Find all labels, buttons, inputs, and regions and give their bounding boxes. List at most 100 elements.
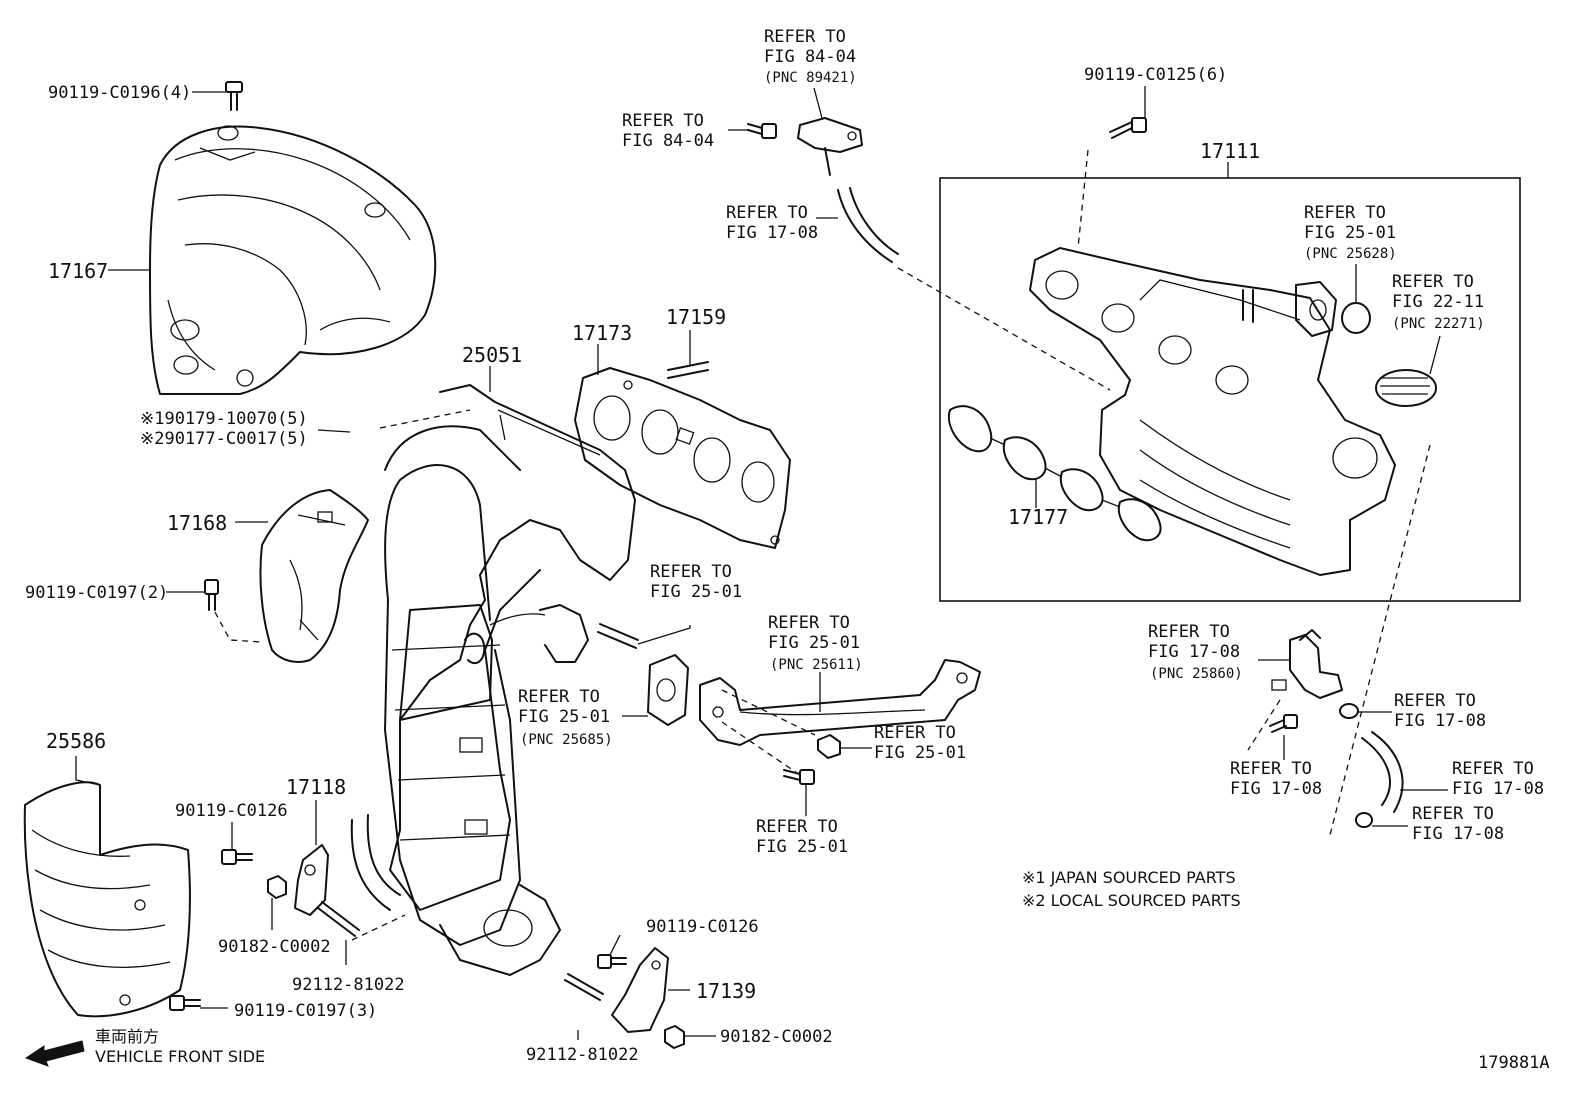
ref-fig-84-04-pnc-89421: REFER TO FIG 84-04 (PNC 89421) (764, 27, 857, 86)
svg-text:FIG 17-08: FIG 17-08 (1412, 824, 1504, 844)
bolt-90119-c0126-right (597, 954, 627, 969)
bracket-17118 (294, 844, 329, 916)
label-17139: 17139 (696, 979, 756, 1003)
svg-text:FIG 17-08: FIG 17-08 (1230, 779, 1322, 799)
nut-90182-c0002-right (664, 1025, 685, 1049)
label-90179-10070: ※190179-10070(5) (140, 409, 308, 429)
hose-fig-17-08 (1361, 731, 1404, 813)
label-90182-c0002-left: 90182-C0002 (218, 937, 331, 957)
svg-text:(PNC 22271): (PNC 22271) (1392, 316, 1485, 332)
svg-text:REFER TO: REFER TO (756, 817, 838, 837)
ref-fig-17-08-clamp-upper: REFER TO FIG 17-08 (1394, 691, 1486, 731)
label-17173: 17173 (572, 321, 632, 345)
ref-fig-17-08-hose: REFER TO FIG 17-08 (726, 203, 818, 243)
svg-text:FIG 25-01: FIG 25-01 (768, 633, 860, 653)
svg-text:FIG 84-04: FIG 84-04 (622, 131, 714, 151)
gasket-17173 (574, 367, 791, 549)
svg-text:REFER TO: REFER TO (1148, 622, 1230, 642)
svg-text:REFER TO: REFER TO (726, 203, 808, 223)
label-17111: 17111 (1200, 139, 1260, 163)
note-local-sourced: ※2 LOCAL SOURCED PARTS (1022, 891, 1241, 910)
label-92112-81022-right: 92112-81022 (526, 1045, 639, 1065)
svg-text:REFER TO: REFER TO (518, 687, 600, 707)
ref-fig-17-08-bolt: REFER TO FIG 17-08 (1230, 759, 1322, 799)
bracket-17139 (611, 947, 669, 1033)
svg-text:(PNC 25685): (PNC 25685) (520, 732, 613, 748)
heat-insulator-17167 (149, 125, 437, 395)
ref-fig-17-08-pnc-25860: REFER TO FIG 17-08 (PNC 25860) (1148, 622, 1243, 682)
label-17168: 17168 (167, 511, 227, 535)
vehicle-front-jp: 車両前方 (95, 1027, 159, 1046)
bolt-90119-c0197-lower (169, 995, 201, 1011)
nut-90182-c0002-left (267, 875, 287, 899)
label-17167: 17167 (48, 259, 108, 283)
svg-text:FIG 25-01: FIG 25-01 (874, 743, 966, 763)
svg-text:FIG 17-08: FIG 17-08 (726, 223, 818, 243)
egr-pipe-25611 (699, 659, 981, 746)
nut-fig-25-01 (817, 734, 841, 759)
label-90177-c0017: ※290177-C0017(5) (140, 429, 308, 449)
svg-text:(PNC 25860): (PNC 25860) (1150, 666, 1243, 682)
ref-fig-25-01-bolt: REFER TO FIG 25-01 (756, 817, 848, 857)
ref-fig-84-04: REFER TO FIG 84-04 (622, 111, 714, 151)
gasket-17177 (947, 405, 1162, 542)
vacuum-hose (837, 187, 899, 263)
svg-text:(PNC 89421): (PNC 89421) (764, 70, 857, 86)
label-90119-c0196: 90119-C0196(4) (48, 83, 191, 103)
label-90182-c0002-right: 90182-C0002 (720, 1027, 833, 1047)
o-ring-25628 (1341, 302, 1371, 334)
bolt-90119-c0125 (1109, 117, 1147, 139)
bolt-90119-c0197-upper (204, 579, 219, 611)
label-17118: 17118 (286, 775, 346, 799)
label-25051: 25051 (462, 343, 522, 367)
vsv-25860 (1271, 629, 1343, 699)
bolt-fig-84-04 (747, 123, 777, 139)
bolt-fig-17-08 (1269, 714, 1298, 733)
label-92112-81022-left: 92112-81022 (292, 975, 405, 995)
svg-text:REFER TO: REFER TO (1304, 203, 1386, 223)
vehicle-front-en: VEHICLE FRONT SIDE (95, 1047, 265, 1066)
svg-text:(PNC 25611): (PNC 25611) (770, 657, 863, 673)
sensor-89421 (797, 117, 863, 176)
clamp-lower (1355, 812, 1373, 828)
svg-text:REFER TO: REFER TO (1394, 691, 1476, 711)
label-90119-c0126-right: 90119-C0126 (646, 917, 759, 937)
arrow-left-icon (24, 1040, 85, 1067)
svg-text:REFER TO: REFER TO (1412, 804, 1494, 824)
svg-text:FIG 25-01: FIG 25-01 (518, 707, 610, 727)
svg-text:FIG 17-08: FIG 17-08 (1148, 642, 1240, 662)
ref-fig-22-11-pnc-22271: REFER TO FIG 22-11 (PNC 22271) (1392, 272, 1485, 332)
figure-id: 179881A (1478, 1053, 1550, 1073)
bolt-fig-25-01 (783, 769, 815, 785)
svg-text:REFER TO: REFER TO (1452, 759, 1534, 779)
ref-fig-25-01-pnc-25628: REFER TO FIG 25-01 (PNC 25628) (1304, 203, 1397, 262)
label-25586: 25586 (46, 729, 106, 753)
bolt-90119-c0126-left (221, 849, 253, 865)
label-90119-c0197-3: 90119-C0197(3) (234, 1001, 377, 1021)
ref-fig-25-01-pnc-25611: REFER TO FIG 25-01 (PNC 25611) (768, 613, 863, 673)
gasket-22271 (1375, 369, 1437, 407)
label-90119-c0197-2: 90119-C0197(2) (25, 583, 168, 603)
ref-fig-25-01-stud: REFER TO FIG 25-01 (650, 562, 742, 602)
label-90119-c0125: 90119-C0125(6) (1084, 65, 1227, 85)
label-17159: 17159 (666, 305, 726, 329)
stud-17159 (667, 361, 709, 379)
svg-text:FIG 17-08: FIG 17-08 (1394, 711, 1486, 731)
svg-text:REFER TO: REFER TO (874, 723, 956, 743)
svg-text:FIG 22-11: FIG 22-11 (1392, 292, 1484, 312)
ref-fig-25-01-nut: REFER TO FIG 25-01 (874, 723, 966, 763)
svg-text:FIG 25-01: FIG 25-01 (756, 837, 848, 857)
svg-text:FIG 17-08: FIG 17-08 (1452, 779, 1544, 799)
stud-92112-81022-left (317, 901, 360, 937)
svg-text:REFER TO: REFER TO (622, 111, 704, 131)
bolt-90119-c0196 (225, 81, 243, 111)
svg-text:REFER TO: REFER TO (768, 613, 850, 633)
gasket-25685 (647, 654, 689, 726)
stud-92112-81022-right (564, 973, 604, 1001)
intake-manifold-17111 (1029, 247, 1396, 576)
stud-fig-25-01 (597, 623, 639, 649)
label-17177: 17177 (1008, 505, 1068, 529)
ref-fig-25-01-pnc-25685: REFER TO FIG 25-01 (PNC 25685) (518, 687, 613, 748)
note-japan-sourced: ※1 JAPAN SOURCED PARTS (1022, 868, 1236, 887)
svg-text:FIG 25-01: FIG 25-01 (1304, 223, 1396, 243)
